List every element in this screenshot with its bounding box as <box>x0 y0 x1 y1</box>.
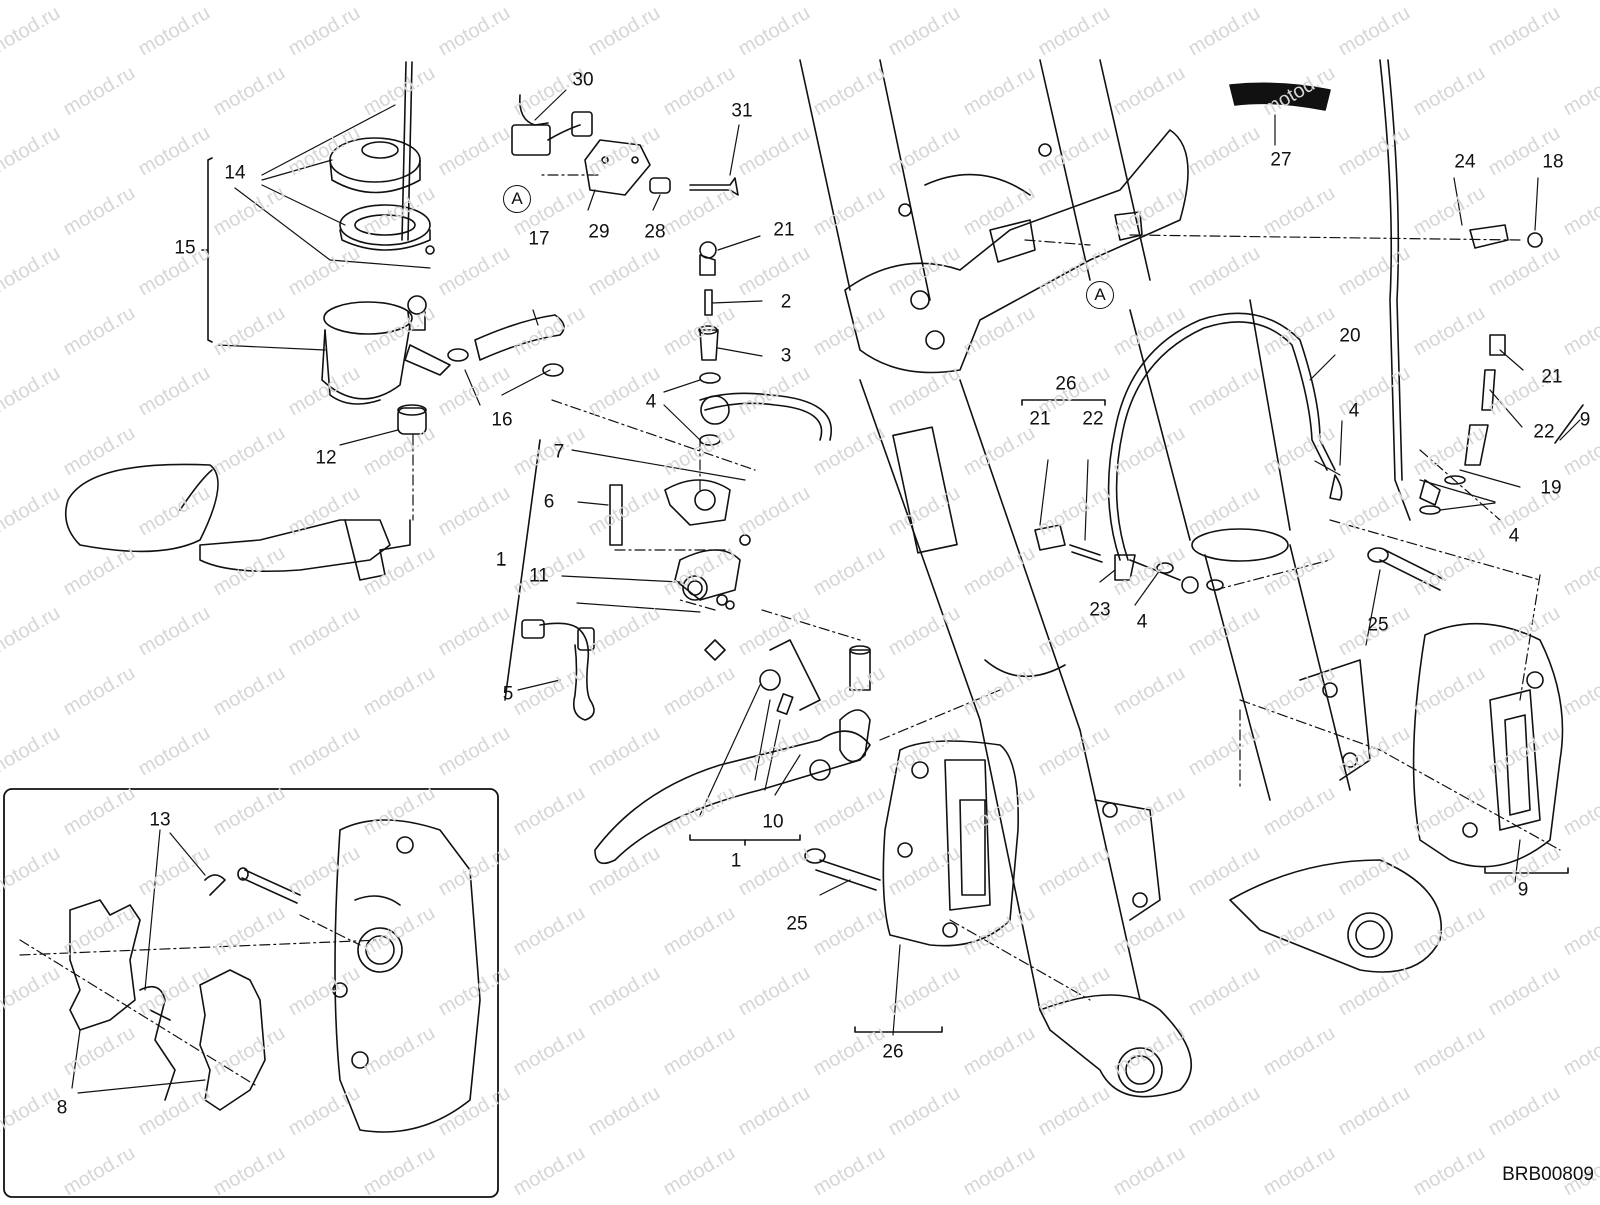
callout-26-top: 26 <box>1055 373 1077 395</box>
callout-31: 31 <box>731 100 753 122</box>
callout-3: 3 <box>780 345 792 367</box>
callout-24: 24 <box>1454 151 1476 173</box>
center-fittings-drawing <box>1034 524 1224 591</box>
callout-4-right: 4 <box>1348 400 1360 422</box>
callout-21-right: 21 <box>1541 366 1563 388</box>
assembly-guide-lines <box>412 174 1561 1001</box>
callout-22-right: 22 <box>1533 421 1555 443</box>
drawing-code: BRB00809 <box>1502 1164 1594 1185</box>
callout-1: 1 <box>495 549 507 571</box>
bracket-hose-drawing <box>1114 82 1543 249</box>
callout-7: 7 <box>553 441 565 463</box>
callout-2: 2 <box>780 291 792 313</box>
mirror-drawing <box>64 463 411 581</box>
callout-28: 28 <box>644 221 666 243</box>
banjo-fittings-drawing <box>698 241 832 446</box>
callout-25-right: 25 <box>1367 614 1389 636</box>
front-caliper-left-drawing <box>804 740 1019 947</box>
callout-10: 10 <box>762 811 784 833</box>
sensor-bracket-drawing <box>511 94 739 196</box>
inset-guide-lines <box>19 914 381 1086</box>
callout-5: 5 <box>502 683 514 705</box>
sensor-5-drawing <box>521 619 595 721</box>
callout-9-bottom: 9 <box>1517 879 1529 901</box>
callout-19: 19 <box>1540 477 1562 499</box>
callout-4: 4 <box>645 391 657 413</box>
callout-9-right: 9 <box>1579 409 1591 431</box>
callout-23: 23 <box>1089 599 1111 621</box>
callout-18: 18 <box>1542 151 1564 173</box>
callout-22-center: 22 <box>1082 408 1104 430</box>
callout-27: 27 <box>1270 149 1292 171</box>
leader-lines <box>217 89 1581 1036</box>
callout-29: 29 <box>588 221 610 243</box>
inset-leader-lines <box>71 829 206 1094</box>
reference-a-marker: A <box>503 185 531 213</box>
callout-12: 12 <box>315 447 337 469</box>
callout-26: 26 <box>882 1041 904 1063</box>
callout-8: 8 <box>56 1097 68 1119</box>
callout-6: 6 <box>543 491 555 513</box>
callout-20: 20 <box>1339 325 1361 347</box>
reservoir-drawing <box>321 61 451 435</box>
callout-21: 21 <box>773 219 795 241</box>
group-brackets <box>201 157 1584 1033</box>
callout-13: 13 <box>149 809 171 831</box>
hose-drawing <box>447 314 565 377</box>
callout-15: 15 <box>174 237 196 259</box>
callout-4-far-right: 4 <box>1508 525 1520 547</box>
callout-17: 17 <box>528 228 550 250</box>
callout-21-center: 21 <box>1029 408 1051 430</box>
callout-16: 16 <box>491 409 513 431</box>
callout-1-bottom: 1 <box>730 850 742 872</box>
callout-14: 14 <box>224 162 246 184</box>
callout-30: 30 <box>572 69 594 91</box>
brake-pad-inset <box>3 788 499 1198</box>
callout-4-center: 4 <box>1136 611 1148 633</box>
brake-line-drawing <box>1107 312 1506 594</box>
reference-a-marker-fork: A <box>1086 281 1114 309</box>
front-caliper-right-drawing <box>1367 547 1564 868</box>
callout-25: 25 <box>786 913 808 935</box>
brake-lever-drawing <box>594 479 871 865</box>
front-fork-drawing <box>799 59 1442 1098</box>
callout-11: 11 <box>529 565 549 587</box>
